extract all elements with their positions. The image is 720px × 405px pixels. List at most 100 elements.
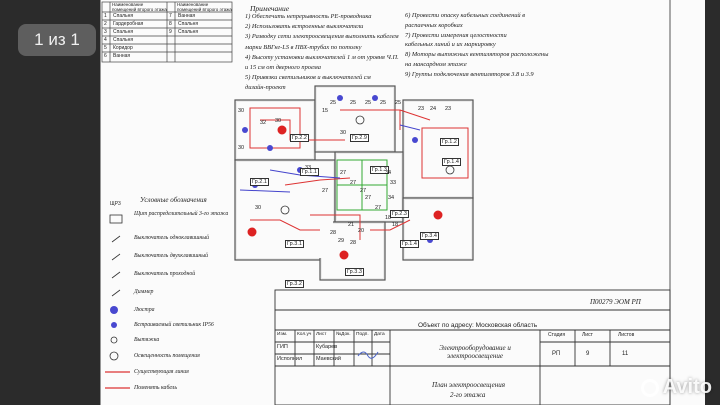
- note-line: 3) Разводку сети электроосвещения выполн…: [245, 33, 399, 41]
- stage-value: 11: [622, 351, 629, 357]
- note-line: кабельных линий и их маркировку: [405, 41, 496, 49]
- group-label: Гр.2.9: [350, 134, 369, 142]
- circuit-number: 27: [322, 188, 329, 194]
- room-name: Коридор: [113, 45, 133, 51]
- drawing-code: П00279 ЭОМ РП: [590, 298, 641, 306]
- rooms-table-header-left: Наименование помещений второго этажа: [112, 2, 167, 12]
- circuit-number: 27: [350, 180, 357, 186]
- room-name: Спальня: [178, 21, 199, 27]
- circuit-number: 34: [385, 170, 392, 176]
- circuit-number: 25: [380, 100, 387, 106]
- note-line: 7) Провести измерения целостности: [405, 31, 507, 39]
- circuit-number: 23: [445, 106, 452, 112]
- room-name: Спальня: [113, 13, 134, 19]
- title-name: Кубарев: [316, 344, 338, 350]
- avito-logo-icon: [640, 378, 659, 397]
- group-label: Гр.3.1: [285, 240, 304, 248]
- note-line: марки ВВГнг-LS в ПВХ-трубах по потолку: [245, 43, 362, 51]
- circuit-number: 28: [350, 240, 357, 246]
- circuit-number: 29: [338, 238, 345, 244]
- note-line: 4) Высоту установки выключателей 1 м от …: [245, 53, 399, 61]
- title-header-cell: №Док.: [336, 332, 351, 337]
- circuit-number: 30: [238, 145, 245, 151]
- room-name: Гардеробная: [113, 21, 144, 27]
- legend-label: Выключатель двухклавишный: [134, 253, 209, 259]
- group-label: Гр.2.3: [390, 210, 409, 218]
- note-line: 5) Привязки светильников и выключателей …: [245, 74, 371, 82]
- room-name: Ванная: [113, 53, 131, 59]
- circuit-number: 20: [358, 228, 365, 234]
- note-line: и 15 см от дверного проема: [245, 64, 321, 71]
- group-label: Гр.1.3: [370, 166, 389, 174]
- circuit-number: 25: [330, 100, 337, 106]
- legend-label: Диммер: [134, 289, 154, 295]
- note-line: 8) Моторы вытяжных вентиляторов располож…: [405, 51, 549, 59]
- room-name: Спальня: [113, 37, 134, 43]
- room-number: 7: [169, 13, 172, 19]
- circuit-number: 27: [375, 205, 382, 211]
- legend-label: Выключатель одноклавишный: [134, 235, 210, 241]
- group-label: Гр.2.2: [290, 134, 309, 142]
- object-address: Объект по адресу: Московская область: [418, 322, 538, 329]
- drawing-sheet: Наименование помещений второго этажа Наи…: [100, 0, 705, 405]
- group-label: Гр.1.1: [300, 168, 319, 176]
- circuit-number: 30: [238, 108, 245, 114]
- circuit-number: 30: [340, 130, 347, 136]
- room-number: 3: [104, 29, 107, 35]
- circuit-number: 25: [350, 100, 357, 106]
- circuit-number: 30: [275, 118, 282, 124]
- circuit-number: 21: [348, 222, 355, 228]
- legend-label: Поменять кабель: [134, 385, 177, 391]
- red-cables: [249, 107, 469, 240]
- group-label: Гр.1.4: [400, 240, 419, 248]
- circuit-number: 18: [385, 215, 392, 221]
- green-lines: [336, 159, 388, 211]
- circuit-number: 33: [390, 180, 397, 186]
- circuit-number: 27: [340, 170, 347, 176]
- room-number: 1: [104, 13, 107, 19]
- note-line: 9) Группы подключения вентиляторов 3.8 и…: [405, 70, 534, 78]
- room-name: Спальня: [113, 29, 134, 35]
- circuit-number: 25: [365, 100, 372, 106]
- exhaust-fan-marks: [280, 115, 455, 215]
- group-label: Гр.3.3: [345, 268, 364, 276]
- group-label: Гр.2.1: [250, 178, 269, 186]
- note-line: 6) Провести опаску кабельных соединений …: [405, 12, 526, 19]
- title-role: ГИП: [277, 344, 288, 350]
- stage-value: 9: [586, 351, 590, 357]
- circuit-number: 34: [388, 195, 395, 201]
- legend-label: Люстра: [134, 307, 155, 313]
- legend-label: Освещенность помещения: [134, 353, 200, 359]
- note-line: 1) Обеспечить непрерывность РЕ-проводник…: [245, 13, 372, 20]
- circuit-number: 33: [305, 165, 312, 171]
- legend-tag: ЩР3: [110, 201, 121, 207]
- note-line: на мансардном этаже: [405, 61, 467, 68]
- sheet-title-2: 2-го этажа: [450, 391, 486, 399]
- rooms-table-grid: [101, 1, 233, 63]
- note-line: распаечных коробках: [405, 21, 463, 29]
- room-number: 2: [104, 21, 107, 27]
- sheet-title-1: План электроосвещения: [432, 381, 505, 389]
- circuit-number: 23: [418, 106, 425, 112]
- avito-watermark: Avito: [640, 376, 712, 399]
- group-label: Гр.3.4: [420, 232, 439, 240]
- circuit-number: 32: [260, 120, 267, 126]
- room-number: 9: [169, 29, 172, 35]
- stage-header: Лист: [582, 332, 593, 338]
- legend-title: Условные обозначения: [140, 196, 207, 204]
- group-label: Гр.3.2: [285, 280, 304, 288]
- title-header-cell: Кол.уч: [297, 332, 312, 337]
- watermark-text: Avito: [662, 376, 712, 398]
- room-number: 6: [104, 53, 107, 59]
- room-number: 4: [104, 37, 107, 43]
- group-label: Гр.1.4: [442, 158, 461, 166]
- circuit-number: 30: [255, 205, 262, 211]
- legend-label: Выключатель проходной: [134, 271, 196, 277]
- legend-label: Щит распределительный 3-го этажа: [134, 211, 229, 217]
- title-role: Исполнил: [277, 356, 303, 362]
- circuit-number: 25: [395, 100, 402, 106]
- circuit-number: 18: [392, 222, 399, 228]
- title-header-cell: Лист: [316, 332, 327, 337]
- note-line: 2) Использовать встроенные выключатели: [245, 23, 364, 31]
- discipline-title: Электрооборудование и электроосвещение: [439, 344, 511, 360]
